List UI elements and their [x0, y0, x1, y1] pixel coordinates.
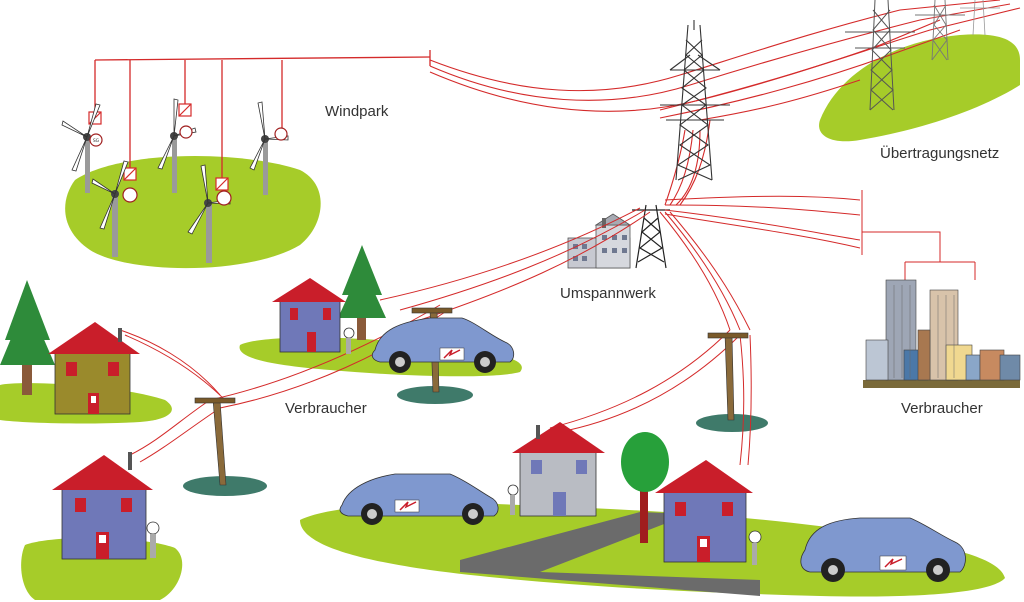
consumer-label-right: Verbraucher [901, 400, 983, 417]
substation-building [567, 213, 632, 269]
pine-tree-left [0, 280, 55, 395]
transmission-tower-background-2 [915, 0, 965, 61]
transmission-tower-background-3 [960, 0, 1000, 36]
utility-pole-left [194, 397, 236, 486]
house-blue-bottom-left [52, 452, 153, 560]
transmission-lines [429, 0, 1021, 206]
house-olive-left [48, 322, 140, 415]
consumer-label-left: Verbraucher [285, 400, 367, 417]
wind-turbine-1 [61, 103, 103, 193]
electric-car-bottom-right [748, 517, 966, 582]
transmission-hill [819, 34, 1020, 142]
wind-turbine-2 [91, 160, 138, 257]
substation-label: Umspannwerk [560, 285, 656, 302]
substation-tower [632, 204, 670, 269]
electric-car-bottom-left [339, 473, 519, 525]
transmission-grid-label: Übertragungsnetz [880, 145, 1000, 162]
wind-turbine-3 [157, 98, 197, 193]
pine-tree-middle [338, 245, 386, 340]
utility-pole-right [707, 332, 749, 421]
converter-badge-label: SG [93, 138, 100, 144]
house-blue-middle [272, 278, 346, 353]
windpark-label: Windpark [325, 103, 389, 120]
house-blue-bottom-right [655, 460, 753, 563]
windpark-collector-lines [94, 50, 431, 180]
wind-turbine-4 [187, 164, 232, 263]
road [460, 512, 760, 596]
distribution-lines [119, 190, 976, 466]
wind-turbine-5 [249, 101, 289, 195]
transmission-tower-background-1 [845, 0, 915, 111]
leaf-tree-bottom [621, 432, 669, 543]
windpark-hill [65, 156, 321, 269]
transmission-tower-main [660, 20, 730, 181]
city-skyline [863, 279, 1021, 388]
house-grey-bottom [512, 422, 605, 517]
electric-car-middle [343, 317, 515, 373]
house-meter-bottom-left [146, 521, 160, 558]
